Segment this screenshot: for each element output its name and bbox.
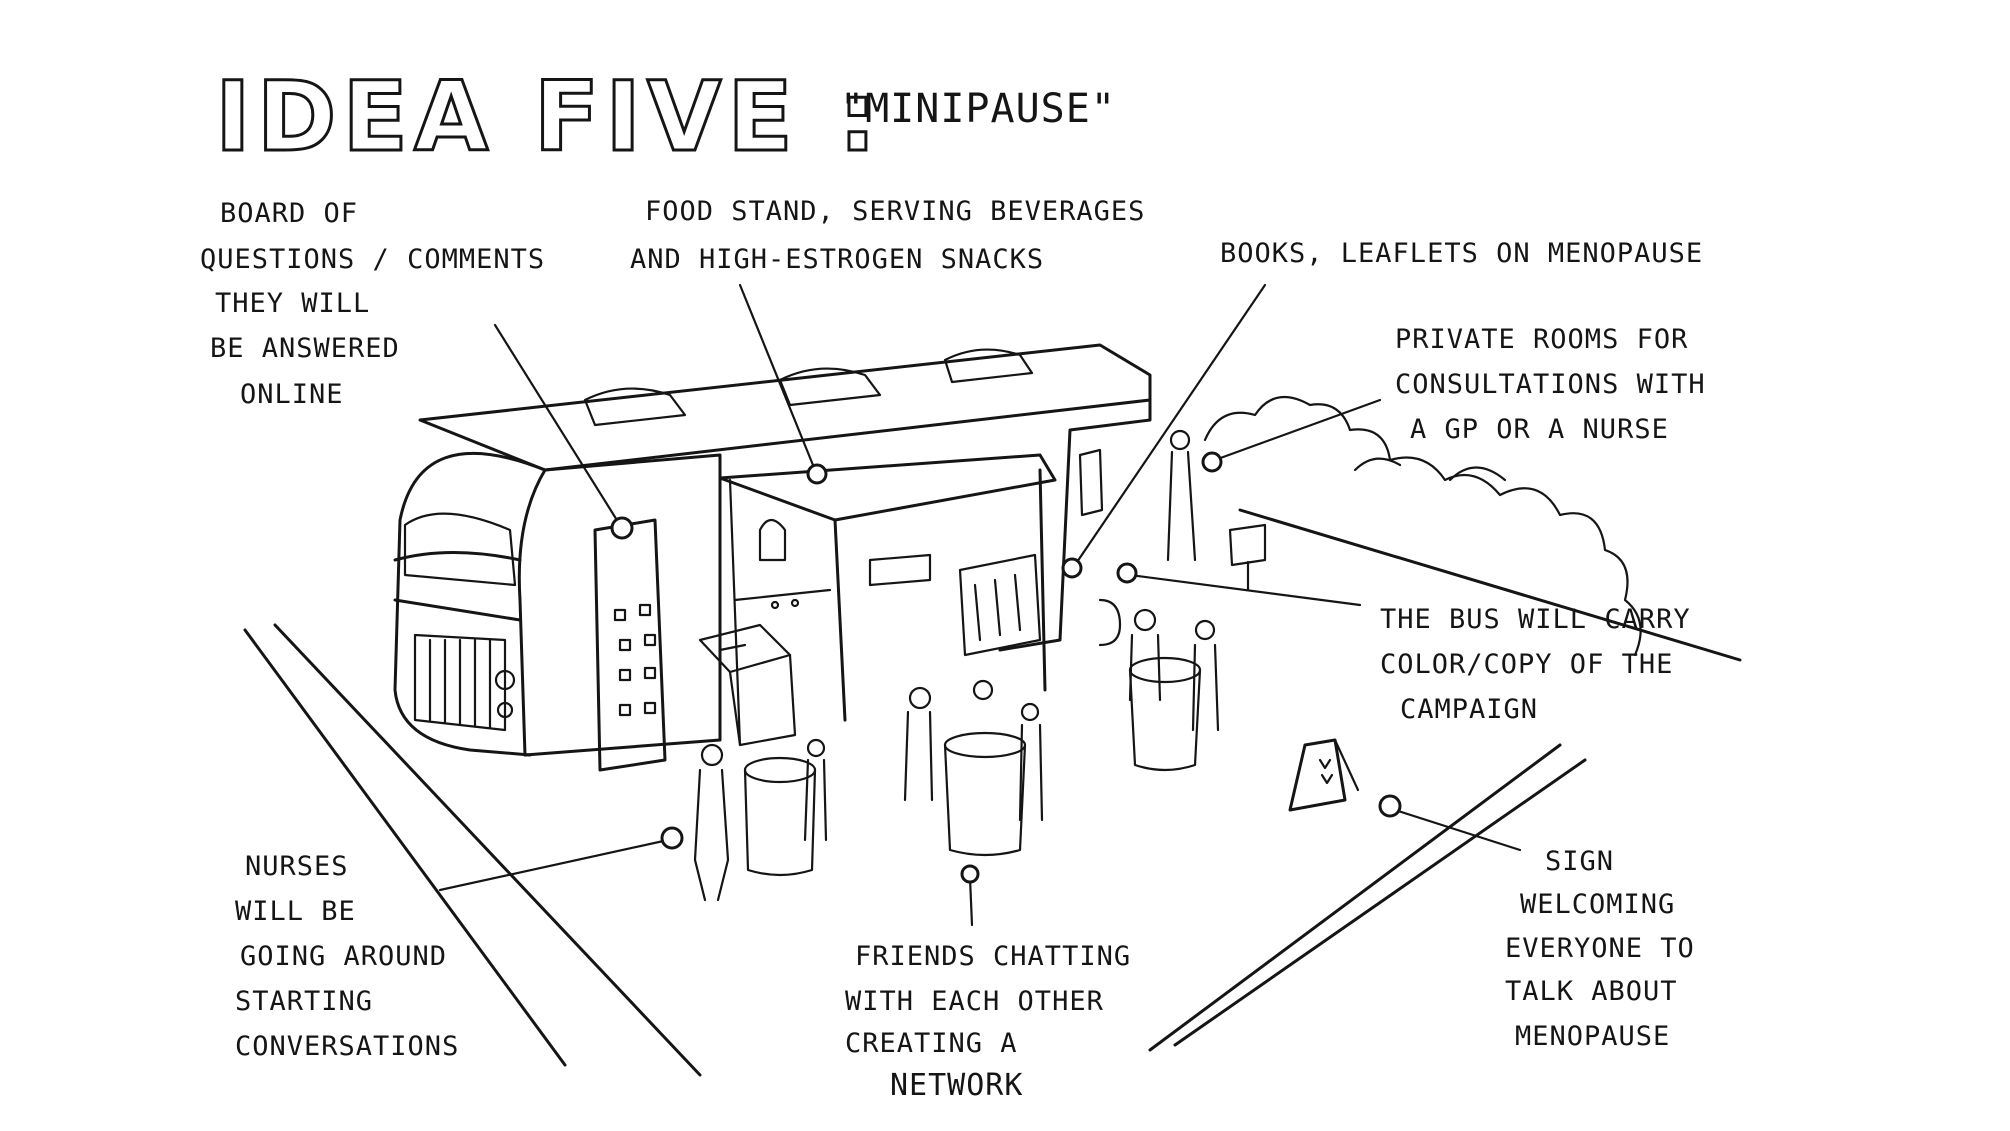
street-lines [243,508,1742,1077]
annotation-nurses: NURSES WILL BE GOING AROUND STARTING CON… [235,851,459,1062]
annotation-nurses-line: CONVERSATIONS [235,1031,459,1062]
annotation-nurses-line: NURSES [245,851,349,882]
annotation-friends-line: NETWORK [890,1068,1023,1103]
annotation-nurses-line: GOING AROUND [240,941,447,972]
bushes [1203,395,1642,657]
page-subtitle: "MINIPAUSE" [840,86,1116,132]
annotation-food-line: FOOD STAND, SERVING BEVERAGES [645,196,1145,227]
annotation-food: FOOD STAND, SERVING BEVERAGES AND HIGH-E… [630,196,1145,275]
annotation-bus: THE BUS WILL CARRY COLOR/COPY OF THE CAM… [1380,604,1691,725]
annotation-board-line: BOARD OF [220,198,358,229]
annotation-sign: SIGN WELCOMING EVERYONE TO TALK ABOUT ME… [1505,846,1695,1052]
people-illustration [693,429,1267,902]
annotation-friends: FRIENDS CHATTING WITH EACH OTHER CREATIN… [845,941,1131,1103]
annotation-board-line: BE ANSWERED [210,333,400,364]
welcome-sign [1288,738,1360,812]
annotation-sign-line: EVERYONE TO [1505,933,1695,964]
annotation-books: BOOKS, LEAFLETS ON MENOPAUSE [1220,238,1703,269]
annotation-food-line: AND HIGH-ESTROGEN SNACKS [630,244,1044,275]
annotation-bus-line: CAMPAIGN [1400,694,1538,725]
annotation-sign-line: SIGN [1545,846,1614,877]
leader-lines [438,283,1522,927]
annotation-board-line: QUESTIONS / COMMENTS [200,244,545,275]
annotation-board-line: ONLINE [240,379,344,410]
annotation-nurses-line: WILL BE [235,896,356,927]
annotation-sign-line: WELCOMING [1520,889,1675,920]
annotation-rooms-line: PRIVATE ROOMS FOR [1395,324,1688,355]
annotation-sign-line: TALK ABOUT [1505,976,1678,1007]
annotation-bus-line: THE BUS WILL CARRY [1380,604,1691,635]
annotation-friends-line: FRIENDS CHATTING [855,941,1131,972]
page-title: IDEA FIVE : [215,61,883,173]
annotation-sign-line: MENOPAUSE [1515,1021,1670,1052]
bus-illustration [393,343,1152,772]
annotation-rooms: PRIVATE ROOMS FOR CONSULTATIONS WITH A G… [1395,324,1706,445]
annotation-bus-line: COLOR/COPY OF THE [1380,649,1673,680]
annotation-rooms-line: A GP OR A NURSE [1410,414,1669,445]
annotation-board-line: THEY WILL [215,288,370,319]
annotation-rooms-line: CONSULTATIONS WITH [1395,369,1706,400]
annotation-friends-line: CREATING A [845,1028,1018,1059]
annotation-friends-line: WITH EACH OTHER [845,986,1104,1017]
annotation-books-line: BOOKS, LEAFLETS ON MENOPAUSE [1220,238,1703,269]
annotation-board: BOARD OF QUESTIONS / COMMENTS THEY WILL … [200,198,545,410]
annotation-nurses-line: STARTING [235,986,373,1017]
